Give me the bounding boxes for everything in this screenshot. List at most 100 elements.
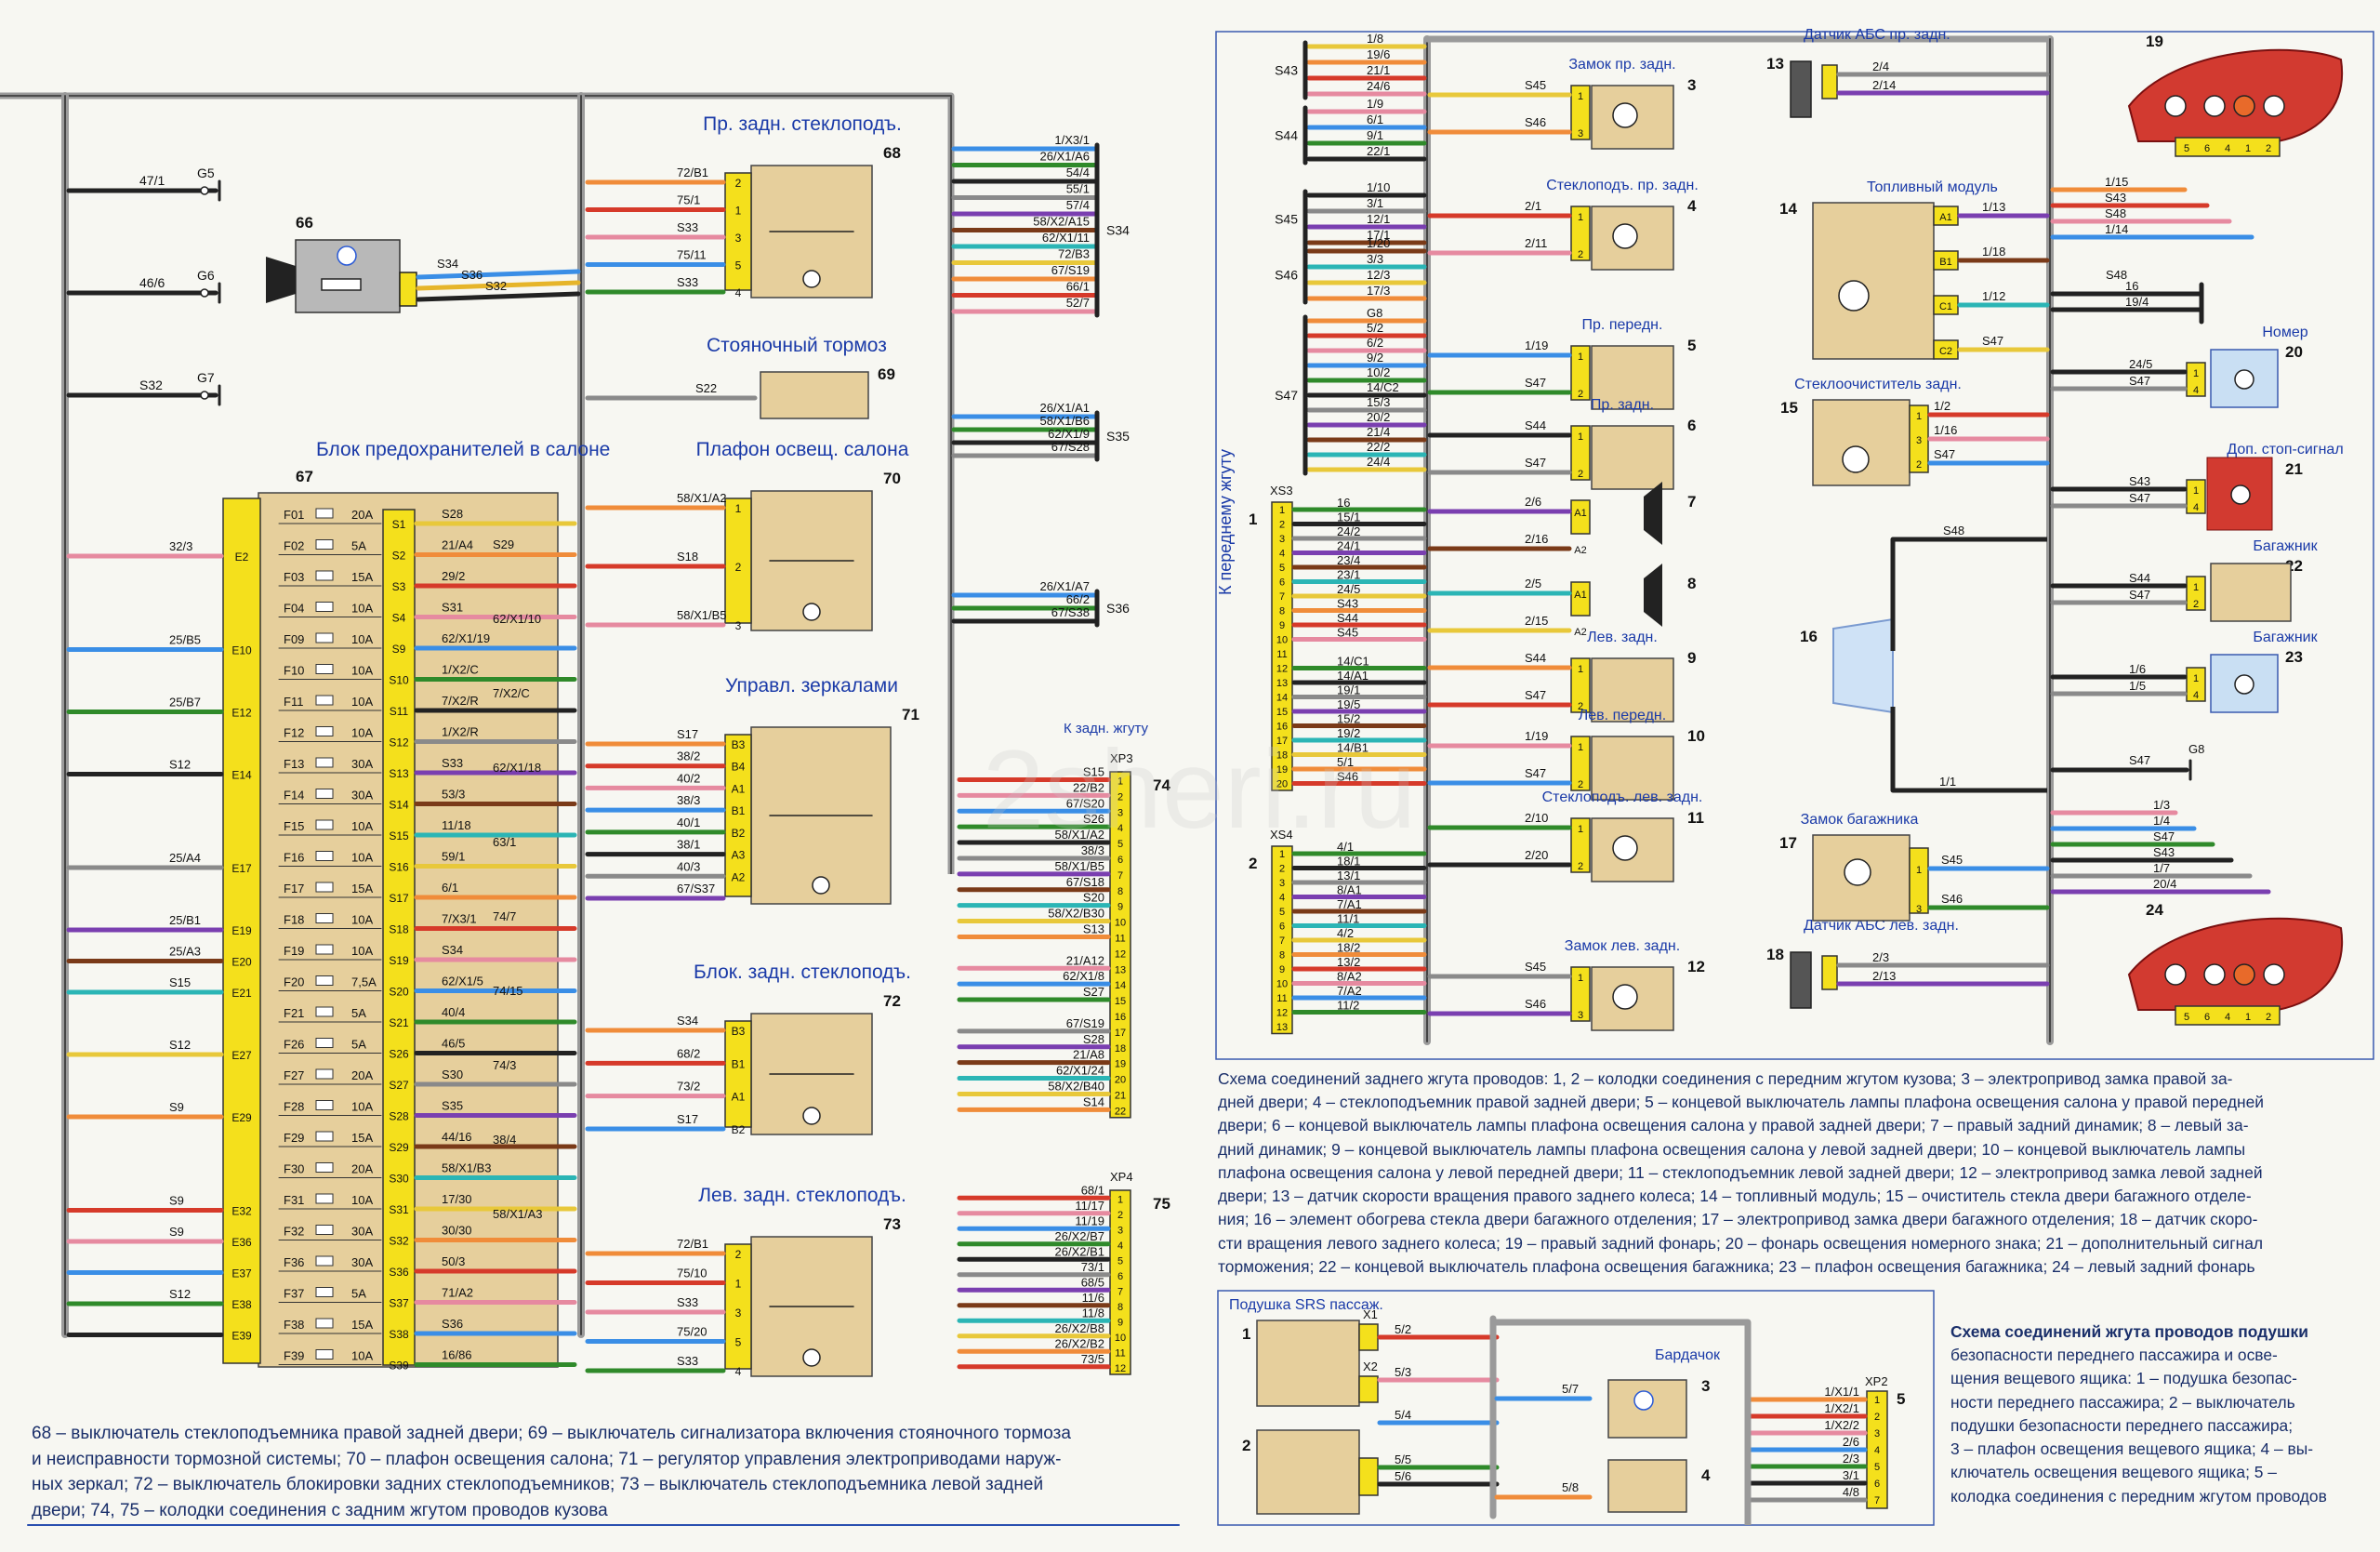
c70-wire-label: S18	[677, 550, 698, 564]
srs-xp2-pin: 5	[1874, 1462, 1880, 1473]
c19-lamp-body	[2127, 48, 2344, 142]
fuse-e-pin: E2	[235, 550, 249, 564]
rear-comp-pin: 1	[1578, 91, 1583, 102]
fuse-symbol	[315, 664, 334, 674]
c19-wire-label: S43	[2105, 191, 2126, 205]
fuse-symbol	[315, 1131, 334, 1142]
fuse-s-pin: S39	[389, 1360, 409, 1373]
c22-body	[2210, 563, 2292, 622]
branch-wire-label: 62/X1/18	[493, 761, 541, 775]
fuse-rating: 10A	[351, 1100, 373, 1114]
rear-comp-pin: 1	[1578, 431, 1583, 443]
s36-wire-label: 66/2	[1066, 592, 1090, 606]
s34-wire-label: 72/B3	[1058, 247, 1090, 261]
fuse-s-pin: S9	[392, 643, 406, 656]
c24-pin: 4	[2225, 1012, 2230, 1023]
fuse-rating: 10A	[351, 1349, 373, 1363]
fuse-out-wire-label: S28	[442, 507, 463, 521]
c24-pins	[2175, 1005, 2281, 1026]
fuse-out-wire-label: 71/A2	[442, 1286, 473, 1300]
c14-pump-icon	[1838, 280, 1870, 312]
c71-pins	[724, 734, 752, 897]
c19-wire-label: 1/14	[2105, 222, 2128, 236]
c24-pin: 2	[2266, 1012, 2271, 1023]
rear-splice-wire-label: 6/1	[1367, 113, 1383, 126]
fuse-s-pin: S2	[392, 550, 406, 563]
xs4-wire-label: 13/1	[1337, 869, 1360, 882]
xp3-wire-label: S13	[1083, 922, 1104, 935]
xs4-pin: 2	[1279, 864, 1285, 875]
c73-wire-label: S33	[677, 1295, 698, 1309]
fuse-name: F36	[284, 1255, 304, 1269]
fuse-symbol	[315, 602, 334, 612]
srs-c2-body	[1256, 1429, 1360, 1515]
xs3-wire-label: 19/2	[1337, 726, 1360, 740]
c17-wire-label: S46	[1941, 892, 1963, 906]
xp3-wire-label: 58/X1/B5	[1055, 859, 1105, 873]
g8-wire-label: S47	[2129, 753, 2150, 767]
xs4-wire-label: 7/A2	[1337, 984, 1362, 998]
c72-wire-label: S34	[677, 1014, 698, 1028]
c17-title: Замок багажника	[1801, 812, 1919, 828]
g8-name: G8	[2188, 742, 2204, 756]
srs-caption-line: подушки безопасности переднего пассажира…	[1950, 1415, 2294, 1435]
srs-x2-name: X2	[1363, 1360, 1378, 1373]
xp4-pin: 10	[1115, 1333, 1126, 1344]
c18-wire-label: 2/3	[1872, 950, 1889, 964]
fuse-out-wire-label: 6/1	[442, 881, 458, 895]
left-caption-line: ных зеркал; 72 – выключатель блокировки …	[32, 1475, 1044, 1495]
motor-icon	[1612, 102, 1638, 128]
fuse-symbol	[315, 695, 334, 706]
fuse-symbol	[315, 882, 334, 893]
c70-wire-label: 58/X1/A2	[677, 491, 727, 505]
xp3-wire-label: 38/3	[1081, 843, 1104, 857]
xs3-pin: 15	[1276, 707, 1288, 718]
c24-pin: 5	[2184, 1012, 2189, 1023]
c73-wire-label: 72/B1	[677, 1237, 708, 1251]
xs3-pin: 12	[1276, 664, 1288, 675]
xs4-pin: 9	[1279, 964, 1285, 975]
fuse-symbol	[315, 632, 334, 643]
c20-wire-label: S47	[2129, 374, 2150, 388]
c23-pins	[2186, 667, 2206, 702]
fuse-out-wire-label: 7/X3/1	[442, 912, 477, 926]
motor-icon	[1612, 835, 1638, 861]
c71-wire-label: 67/S37	[677, 882, 715, 895]
ground-name: G6	[197, 268, 215, 283]
fuse-in-wire-label: S9	[169, 1225, 184, 1239]
rear-comp-pin: A2	[1574, 627, 1586, 638]
fuse-name: F31	[284, 1193, 304, 1207]
fuse-name: F28	[284, 1100, 304, 1114]
xp3-pin: 18	[1115, 1043, 1126, 1055]
xp3-pin: 8	[1117, 886, 1123, 897]
fuse-rating: 5A	[351, 1006, 366, 1020]
xp4-pin: 5	[1117, 1255, 1123, 1267]
c24-lamp-body	[2127, 917, 2344, 1011]
c69-title: Стояночный тормоз	[707, 335, 887, 356]
c24-pin: 1	[2245, 1012, 2251, 1023]
xs3-wire-label: 16	[1337, 496, 1350, 510]
xp4-wire-label: 26/X2/B8	[1055, 1321, 1105, 1335]
xs3-wire-label: 14/A1	[1337, 669, 1368, 683]
rear-splice-wire-label: 20/2	[1367, 410, 1390, 424]
rear-caption-line: дний динамик; 9 – концевой выключатель л…	[1218, 1139, 2246, 1159]
xp3-number: 74	[1153, 776, 1170, 794]
c73-wire-label: S33	[677, 1354, 698, 1368]
c19-wire-label: S48	[2105, 206, 2126, 220]
xs3-pin: 1	[1279, 505, 1285, 516]
fuse-e-pin: E27	[231, 1049, 252, 1062]
srs-wire-label: 5/6	[1395, 1469, 1411, 1483]
xs3-wire-label: S46	[1337, 770, 1358, 784]
xs3-pin: 2	[1279, 520, 1285, 531]
fuse-s-pin: S38	[389, 1328, 409, 1341]
s34-wire-label: 52/7	[1066, 296, 1090, 310]
c19-wire-label: 1/15	[2105, 175, 2128, 189]
rear-comp-body	[1591, 736, 1674, 801]
rear-comp-body	[1591, 657, 1674, 723]
xs4-wire-label: 11/1	[1337, 912, 1359, 926]
xs4-pin: 10	[1276, 979, 1288, 990]
fuse-rating: 5A	[351, 1038, 366, 1052]
fuse-name: F17	[284, 882, 304, 895]
c20-number: 20	[2285, 343, 2303, 361]
